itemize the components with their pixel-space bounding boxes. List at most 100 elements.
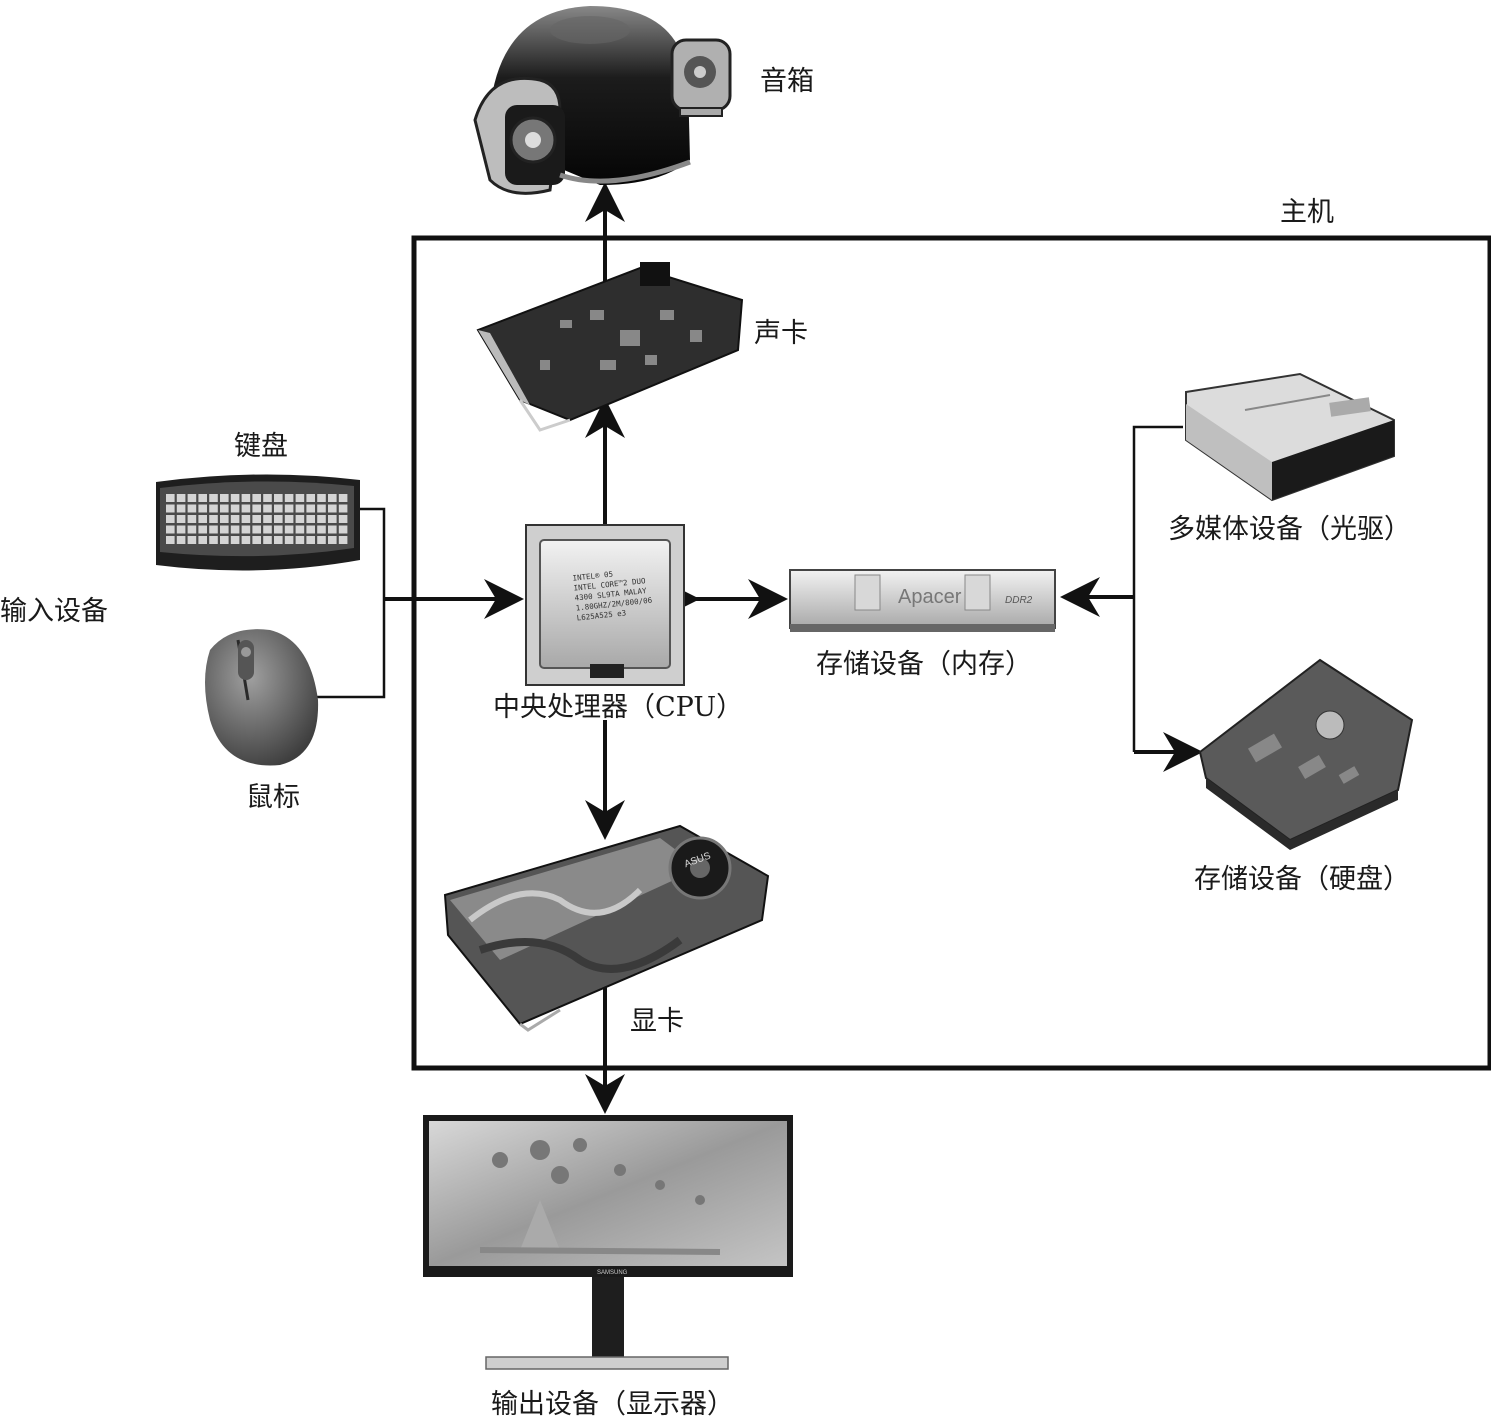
cpu-chip-text-1: INTEL® 05 xyxy=(572,570,613,583)
keyboard-key xyxy=(328,494,337,502)
optical-drive-connector xyxy=(1132,425,1183,752)
monitor-label: 输出设备（显示器） xyxy=(491,1389,734,1419)
hard-disk-icon xyxy=(1198,658,1414,850)
keyboard-key xyxy=(328,536,337,544)
keyboard-key xyxy=(263,525,272,534)
keyboard-key xyxy=(252,504,261,513)
mouse-label: 鼠标 xyxy=(246,782,300,813)
keyboard-key xyxy=(198,494,207,502)
keyboard-key xyxy=(284,525,294,534)
keyboard-key xyxy=(328,515,337,523)
keyboard-key xyxy=(220,525,229,534)
cpu-icon: INTEL® 05 INTEL CORE™2 DUO 4300 SL9TA MA… xyxy=(525,524,685,686)
keyboard-key xyxy=(187,494,197,502)
keyboard-key xyxy=(220,515,229,523)
keyboard-key xyxy=(338,536,348,544)
keyboard-key xyxy=(263,504,272,513)
keyboard-key xyxy=(284,515,294,523)
keyboard-key xyxy=(338,504,348,513)
keyboard-key xyxy=(198,525,207,534)
keyboard-key xyxy=(187,515,197,523)
keyboard-key xyxy=(176,494,186,502)
host-frame xyxy=(411,235,1491,1071)
connectors xyxy=(307,182,1203,1114)
keyboard-key xyxy=(187,536,197,544)
memory-icon: Apacer DDR2 xyxy=(789,569,1056,632)
keyboard-key xyxy=(241,536,251,544)
keyboard-key xyxy=(241,515,251,523)
host-label: 主机 xyxy=(1280,197,1334,228)
keyboard-key xyxy=(328,525,337,534)
keyboard-key xyxy=(230,525,240,534)
keyboard-key xyxy=(306,536,315,544)
memory-label: 存储设备（内存） xyxy=(816,649,1032,680)
keyboard-key xyxy=(230,494,240,502)
keyboard-key xyxy=(209,536,218,544)
keyboard-key xyxy=(166,504,175,513)
keyboard-key xyxy=(317,536,326,544)
monitor-brand-text: SAMSUNG xyxy=(597,1270,628,1276)
keyboard-key xyxy=(176,525,186,534)
keyboard-key xyxy=(230,536,240,544)
keyboard-key xyxy=(241,494,251,502)
keyboard-key xyxy=(306,515,315,523)
hard-disk-label: 存储设备（硬盘） xyxy=(1194,864,1410,895)
keyboard-key xyxy=(166,515,175,523)
keyboard-key xyxy=(263,515,272,523)
memory-badge-text: DDR2 xyxy=(1005,595,1033,606)
keyboard-keys xyxy=(166,494,348,544)
keyboard-key xyxy=(328,504,337,513)
keyboard-key xyxy=(220,494,229,502)
keyboard-key xyxy=(220,536,229,544)
keyboard-key xyxy=(274,494,283,502)
keyboard-key xyxy=(338,525,348,534)
mouse-icon xyxy=(205,629,319,766)
sound-card-icon xyxy=(476,262,744,432)
keyboard-key xyxy=(241,504,251,513)
keyboard-key xyxy=(198,504,207,513)
sound-card-label: 声卡 xyxy=(754,318,808,349)
speaker-label: 音箱 xyxy=(760,66,814,97)
keyboard-key xyxy=(198,536,207,544)
keyboard-key xyxy=(295,504,305,513)
keyboard-key xyxy=(166,536,175,544)
keyboard-key xyxy=(176,536,186,544)
keyboard-key xyxy=(209,515,218,523)
optical-drive-icon xyxy=(1185,372,1395,502)
graphics-card-icon: ASUS xyxy=(443,824,770,1032)
keyboard-key xyxy=(317,515,326,523)
keyboard-key xyxy=(306,525,315,534)
monitor-icon: SAMSUNG xyxy=(423,1115,793,1370)
optical-drive-label: 多媒体设备（光驱） xyxy=(1168,514,1411,545)
keyboard-key xyxy=(295,525,305,534)
keyboard-key xyxy=(209,504,218,513)
keyboard-key xyxy=(284,536,294,544)
keyboard-key xyxy=(295,515,305,523)
keyboard-key xyxy=(295,494,305,502)
graphics-card-label: 显卡 xyxy=(630,1006,684,1037)
keyboard-key xyxy=(176,515,186,523)
speaker-icon xyxy=(473,6,732,195)
keyboard-key xyxy=(295,536,305,544)
keyboard-key xyxy=(306,494,315,502)
keyboard-key xyxy=(338,515,348,523)
keyboard-key xyxy=(209,494,218,502)
keyboard-key xyxy=(230,515,240,523)
keyboard-key xyxy=(317,504,326,513)
keyboard-key xyxy=(176,504,186,513)
keyboard-key xyxy=(187,504,197,513)
keyboard-connector xyxy=(307,507,386,699)
keyboard-key xyxy=(274,504,283,513)
keyboard-key xyxy=(338,494,348,502)
keyboard-label: 键盘 xyxy=(234,431,288,462)
keyboard-key xyxy=(263,494,272,502)
keyboard-key xyxy=(241,525,251,534)
keyboard-key xyxy=(274,515,283,523)
keyboard-key xyxy=(317,494,326,502)
keyboard-key xyxy=(252,536,261,544)
cpu-label: 中央处理器（CPU） xyxy=(493,692,743,723)
keyboard-key xyxy=(220,504,229,513)
input-devices-label: 输入设备 xyxy=(0,596,108,627)
keyboard-key xyxy=(198,515,207,523)
